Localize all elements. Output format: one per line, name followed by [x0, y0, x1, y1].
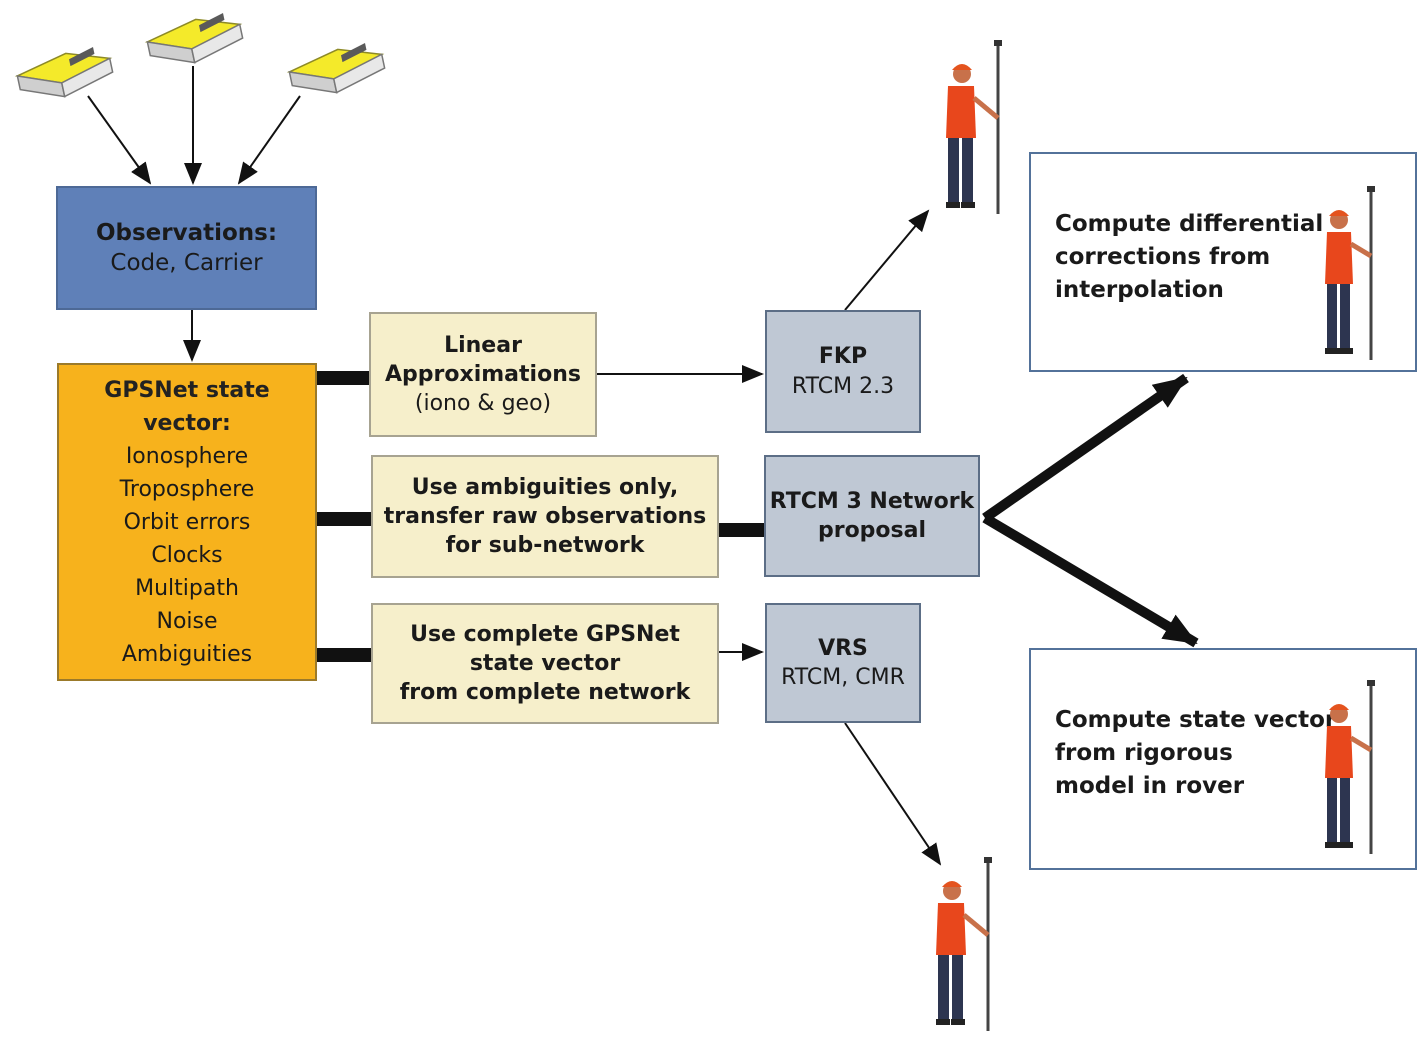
state-item: Troposphere — [119, 476, 255, 502]
arrow-rtcm3-to-rigorous-model — [982, 513, 1199, 648]
observations-box: Observations: Code, Carrier — [56, 186, 317, 310]
method-line: for sub-network — [445, 533, 645, 559]
arrow-receiver-1-to-observations — [87, 95, 152, 185]
state-item: Orbit errors — [123, 509, 251, 535]
method-ambiguities-only: Use ambiguities only, transfer raw obser… — [371, 455, 719, 578]
format-sub: RTCM, CMR — [781, 665, 905, 690]
arrow-receiver-3-to-observations — [237, 95, 301, 185]
format-title: FKP — [818, 344, 868, 370]
state-vector-box: GPSNet state vector: Ionosphere Troposph… — [57, 363, 317, 681]
outcome-rigorous-model: Compute state vector from rigorous model… — [1029, 648, 1417, 870]
state-item: Ambiguities — [121, 641, 253, 667]
format-fkp: FKP RTCM 2.3 — [765, 310, 921, 433]
outcome-line: Compute state vector — [1055, 707, 1337, 733]
method-line: state vector — [469, 650, 621, 676]
state-item: Noise — [156, 608, 218, 634]
format-vrs: VRS RTCM, CMR — [765, 603, 921, 723]
method-line: Use ambiguities only, — [411, 474, 679, 500]
state-vector-title: GPSNet state vector: — [104, 377, 270, 436]
surveyor-with-rover-pole-icon — [1325, 186, 1375, 360]
outcome-line: interpolation — [1055, 276, 1224, 303]
surveyor-with-rover-pole-icon — [936, 857, 992, 1031]
format-title: RTCM 3 Network — [769, 488, 975, 514]
method-line: Approximations — [385, 361, 581, 387]
outcome-line: from rigorous — [1055, 739, 1233, 766]
method-line: Linear — [444, 332, 522, 358]
observations-title: Observations: — [95, 219, 278, 246]
outcome-interpolation: Compute differential corrections from in… — [1029, 152, 1417, 372]
format-title: VRS — [818, 635, 868, 661]
method-linear-approximations: Linear Approximations (iono & geo) — [369, 312, 597, 437]
state-item: Clocks — [151, 542, 223, 568]
gps-receiver-icon — [144, 13, 244, 64]
format-sub: RTCM 2.3 — [791, 373, 895, 399]
method-line: transfer raw observations — [383, 503, 707, 529]
state-item: Multipath — [135, 575, 239, 601]
format-sub: proposal — [817, 518, 927, 543]
method-sub: (iono & geo) — [414, 391, 552, 417]
method-complete-state-vector: Use complete GPSNet state vector from co… — [371, 603, 719, 724]
outcome-line: corrections from — [1055, 243, 1271, 270]
state-item: Ionosphere — [125, 443, 249, 469]
format-rtcm3-network: RTCM 3 Network proposal — [764, 455, 980, 577]
surveyor-with-rover-pole-icon — [1325, 680, 1375, 854]
arrow-rtcm3-to-interpolation — [982, 373, 1189, 523]
surveyor-with-rover-pole-icon — [946, 40, 1002, 214]
method-line: Use complete GPSNet — [410, 621, 680, 647]
gps-receiver-icon — [286, 43, 386, 94]
arrow-fkp-to-surveyor — [844, 209, 930, 311]
method-line: from complete network — [399, 680, 691, 706]
outcome-line: Compute differential — [1055, 211, 1324, 237]
observations-subtitle: Code, Carrier — [110, 250, 263, 276]
outcome-line: model in rover — [1055, 772, 1245, 799]
arrow-vrs-to-surveyor — [844, 722, 942, 866]
gps-receiver-icon — [14, 47, 114, 98]
